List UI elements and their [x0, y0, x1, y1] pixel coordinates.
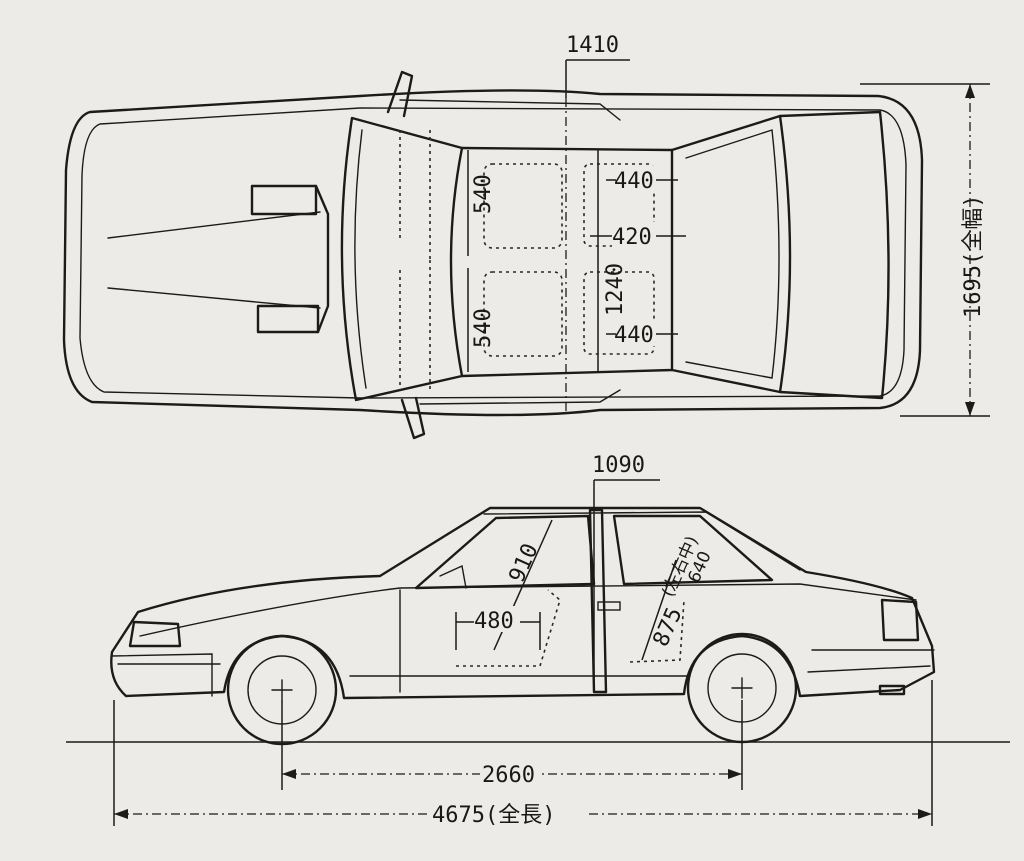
dim-wb-bg — [480, 760, 540, 788]
door-line-top — [399, 99, 621, 121]
dim-540-rear-label: 540 — [471, 308, 496, 348]
dim-910-label: 910 — [505, 540, 544, 586]
mirror-top — [386, 70, 414, 118]
dim-wb-arrow-left — [282, 769, 296, 779]
side-beltline — [139, 583, 917, 637]
top-dimensions: 1410 1695(全幅) 540 540 440 420 1240 440 — [467, 33, 990, 417]
top-view — [62, 70, 924, 440]
interior-side-upper — [399, 130, 431, 260]
front-seat-right — [483, 271, 563, 357]
top-body-inner-line — [79, 107, 907, 399]
side-exhaust — [878, 684, 906, 696]
side-body-outline — [110, 506, 936, 700]
rear-wheel-cross — [731, 677, 753, 699]
hood-line-upper — [107, 211, 321, 239]
side-b-pillar — [588, 508, 608, 694]
side-headlight — [128, 620, 182, 648]
dim-440-bottom-label: 440 — [614, 323, 654, 348]
side-front-window — [414, 514, 596, 590]
dim-len-arrow-left — [114, 809, 128, 819]
dim-1410-leader — [565, 59, 630, 98]
windshield-inner — [354, 129, 367, 389]
hood-line-lower — [107, 287, 321, 309]
side-bumper-front — [111, 653, 213, 697]
dim-1090-label: 1090 — [592, 453, 645, 478]
side-rear-window — [612, 514, 774, 586]
dim-width-label: 1695(全幅) — [961, 195, 986, 318]
side-taillight — [880, 598, 920, 642]
rear-window-inner — [685, 129, 780, 379]
side-lower-line — [117, 663, 931, 677]
dim-440-top-label: 440 — [614, 169, 654, 194]
top-body-outline — [62, 89, 924, 417]
hood-front-edge — [314, 184, 330, 334]
windshield — [340, 116, 464, 402]
hood-vent-2 — [256, 304, 320, 334]
side-door-handle — [597, 601, 621, 611]
dim-len-label: 4675(全長) — [432, 803, 555, 828]
dim-width-arrow-top — [965, 84, 975, 98]
side-seat-front — [456, 589, 561, 667]
dim-len-bg — [428, 798, 588, 828]
rear-window — [670, 114, 792, 394]
dim-width-arrow-bottom — [965, 402, 975, 416]
side-seat-rear — [629, 599, 685, 663]
dim-440-bottom-bg — [616, 320, 656, 346]
dim-wb-arrow-right — [728, 769, 742, 779]
dim-1410-label: 1410 — [566, 33, 619, 58]
dim-875-line — [641, 559, 677, 661]
side-roof-line — [483, 511, 801, 571]
front-wheel-cross — [271, 679, 293, 701]
mirror-bottom — [400, 396, 426, 440]
dim-440-top-bg — [616, 166, 656, 192]
side-view — [110, 506, 936, 746]
hood-vent-1 — [250, 184, 318, 216]
dim-1240-label: 1240 — [603, 263, 628, 316]
interior-side-lower — [399, 260, 431, 390]
rear-seat-right — [583, 271, 655, 355]
side-steering — [439, 564, 467, 589]
dim-480-label: 480 — [474, 609, 514, 634]
dim-len-arrow-right — [918, 809, 932, 819]
dim-540-front-label: 540 — [471, 174, 496, 214]
dim-420-label: 420 — [612, 225, 652, 250]
door-line-bottom — [419, 389, 621, 405]
dim-1090-leader — [593, 479, 660, 690]
dim-wb-label: 2660 — [482, 763, 535, 788]
dim-420-bg — [612, 222, 656, 248]
roof-outline — [460, 146, 674, 378]
side-dimensions: 1090 910 480 640 (左右中) 875 2660 4675(全長) — [66, 453, 1010, 828]
dim-875-label: 875 — [649, 604, 688, 650]
dim-480-bg — [474, 606, 520, 632]
front-seat-left — [483, 163, 563, 249]
trunk-outline — [778, 110, 890, 400]
